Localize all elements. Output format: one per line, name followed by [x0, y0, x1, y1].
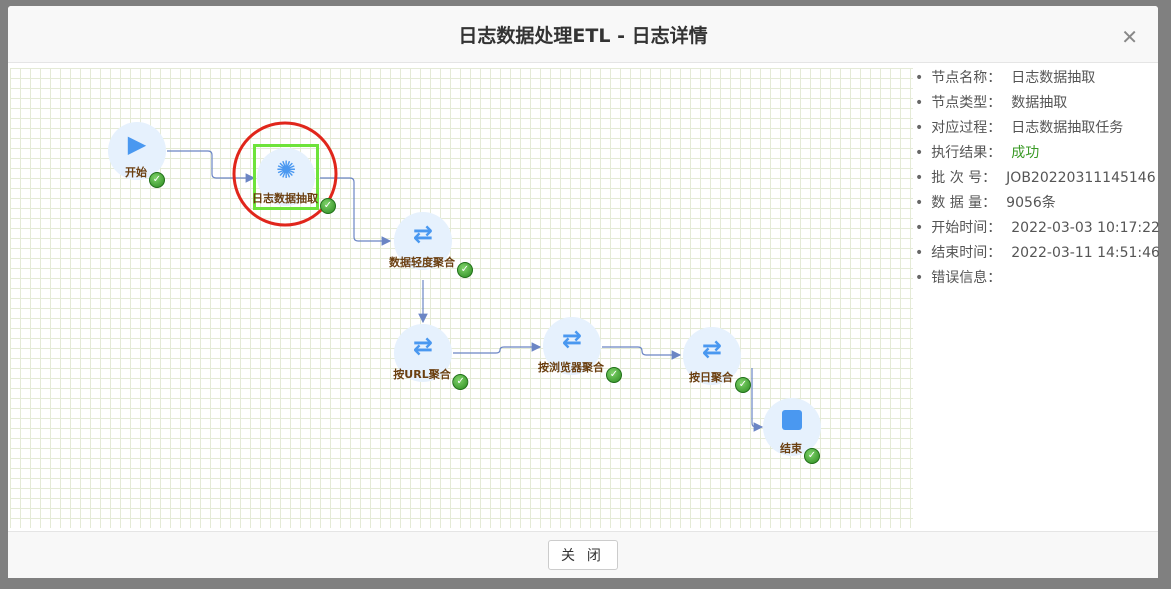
success-check-icon: ✓	[452, 374, 469, 390]
swap-icon: ⇄	[412, 220, 434, 248]
edge-day-end	[751, 368, 764, 432]
dialog-header: 日志数据处理ETL - 日志详情	[8, 6, 1158, 63]
success-check-icon: ✓	[457, 262, 473, 278]
stop-icon	[782, 410, 802, 430]
detail-end-time: 结束时间： 2022-03-11 14:51:46	[915, 241, 1160, 266]
swap-icon: ⇄	[561, 325, 583, 353]
close-button[interactable]: 关 闭	[548, 540, 618, 570]
detail-key: 开始时间：	[931, 220, 1002, 236]
detail-error: 错误信息：	[915, 266, 1160, 291]
detail-key: 对应过程：	[931, 120, 1002, 136]
detail-value: 9056条	[1006, 195, 1056, 211]
node-label: 结束	[780, 442, 802, 455]
play-icon: ▶	[127, 130, 147, 158]
edge-extract-light	[320, 177, 392, 246]
success-check-icon: ✓	[735, 377, 751, 393]
detail-value: 2022-03-11 14:51:46	[1011, 245, 1160, 261]
success-check-icon: ✓	[804, 448, 820, 464]
node-details-list: 节点名称： 日志数据抽取 节点类型： 数据抽取 对应过程： 日志数据抽取任务 执行结果…	[915, 66, 1160, 291]
detail-key: 结束时间：	[931, 245, 1002, 261]
detail-value: JOB20220311145146	[1006, 170, 1156, 186]
success-check-icon: ✓	[149, 172, 165, 188]
close-icon[interactable]: ✕	[1121, 25, 1138, 49]
detail-value: 2022-03-03 10:17:22	[1011, 220, 1160, 236]
edge-url-browser	[453, 342, 542, 354]
detail-batch-no: 批 次 号： JOB20220311145146	[915, 166, 1160, 191]
node-label: 开始	[125, 166, 147, 179]
detail-key: 错误信息：	[931, 270, 1002, 286]
status-success: 成功	[1011, 145, 1040, 161]
node-label: 按URL聚合	[393, 368, 451, 381]
dialog-title: 日志数据处理ETL - 日志详情	[458, 24, 708, 47]
detail-start-time: 开始时间： 2022-03-03 10:17:22	[915, 216, 1160, 241]
flow-canvas: ▶ 开始 ✓ ✺ 日志数据抽取 ✓ ⇄ 数据轻度聚合 ✓ ⇄ 按URL聚合 ✓ …	[10, 68, 913, 528]
detail-key: 数 据 量：	[931, 195, 997, 211]
detail-key: 节点类型：	[931, 95, 1002, 111]
detail-key: 批 次 号：	[931, 170, 997, 186]
edge-browser-day	[602, 346, 682, 360]
detail-key: 节点名称：	[931, 70, 1002, 86]
highlight-circle	[232, 121, 338, 227]
swap-icon: ⇄	[412, 332, 434, 360]
node-label: 数据轻度聚合	[389, 256, 455, 269]
detail-node-type: 节点类型： 数据抽取	[915, 91, 1160, 116]
detail-data-count: 数 据 量： 9056条	[915, 191, 1160, 216]
dialog-footer: 关 闭	[8, 531, 1158, 578]
pinwheel-icon: ✺	[275, 156, 297, 184]
selection-box	[253, 144, 319, 210]
node-label: 日志数据抽取	[252, 192, 318, 205]
node-label: 按浏览器聚合	[538, 361, 604, 374]
detail-value: 日志数据抽取	[1011, 70, 1096, 86]
flow-edges	[167, 150, 764, 432]
success-check-icon: ✓	[606, 367, 622, 383]
detail-value: 日志数据抽取任务	[1011, 120, 1124, 136]
detail-result: 执行结果： 成功	[915, 141, 1160, 166]
node-label: 按日聚合	[689, 371, 733, 384]
success-check-icon: ✓	[320, 198, 336, 214]
edge-start-extract	[167, 150, 256, 183]
detail-key: 执行结果：	[931, 145, 1002, 161]
detail-process: 对应过程： 日志数据抽取任务	[915, 116, 1160, 141]
swap-icon: ⇄	[701, 335, 723, 363]
detail-node-name: 节点名称： 日志数据抽取	[915, 66, 1160, 91]
detail-value: 数据抽取	[1011, 95, 1068, 111]
